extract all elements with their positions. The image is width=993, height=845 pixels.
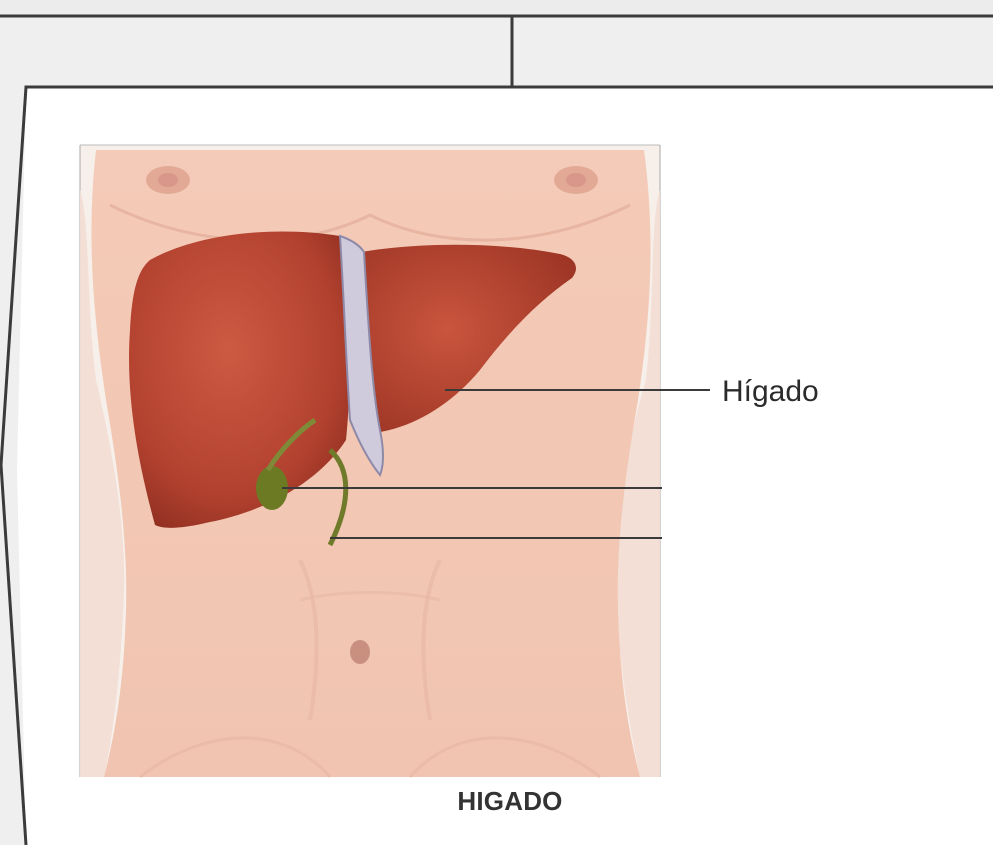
liver-label: Hígado [722,375,819,408]
navel [350,640,370,664]
diagram-caption: HIGADO [380,786,640,817]
